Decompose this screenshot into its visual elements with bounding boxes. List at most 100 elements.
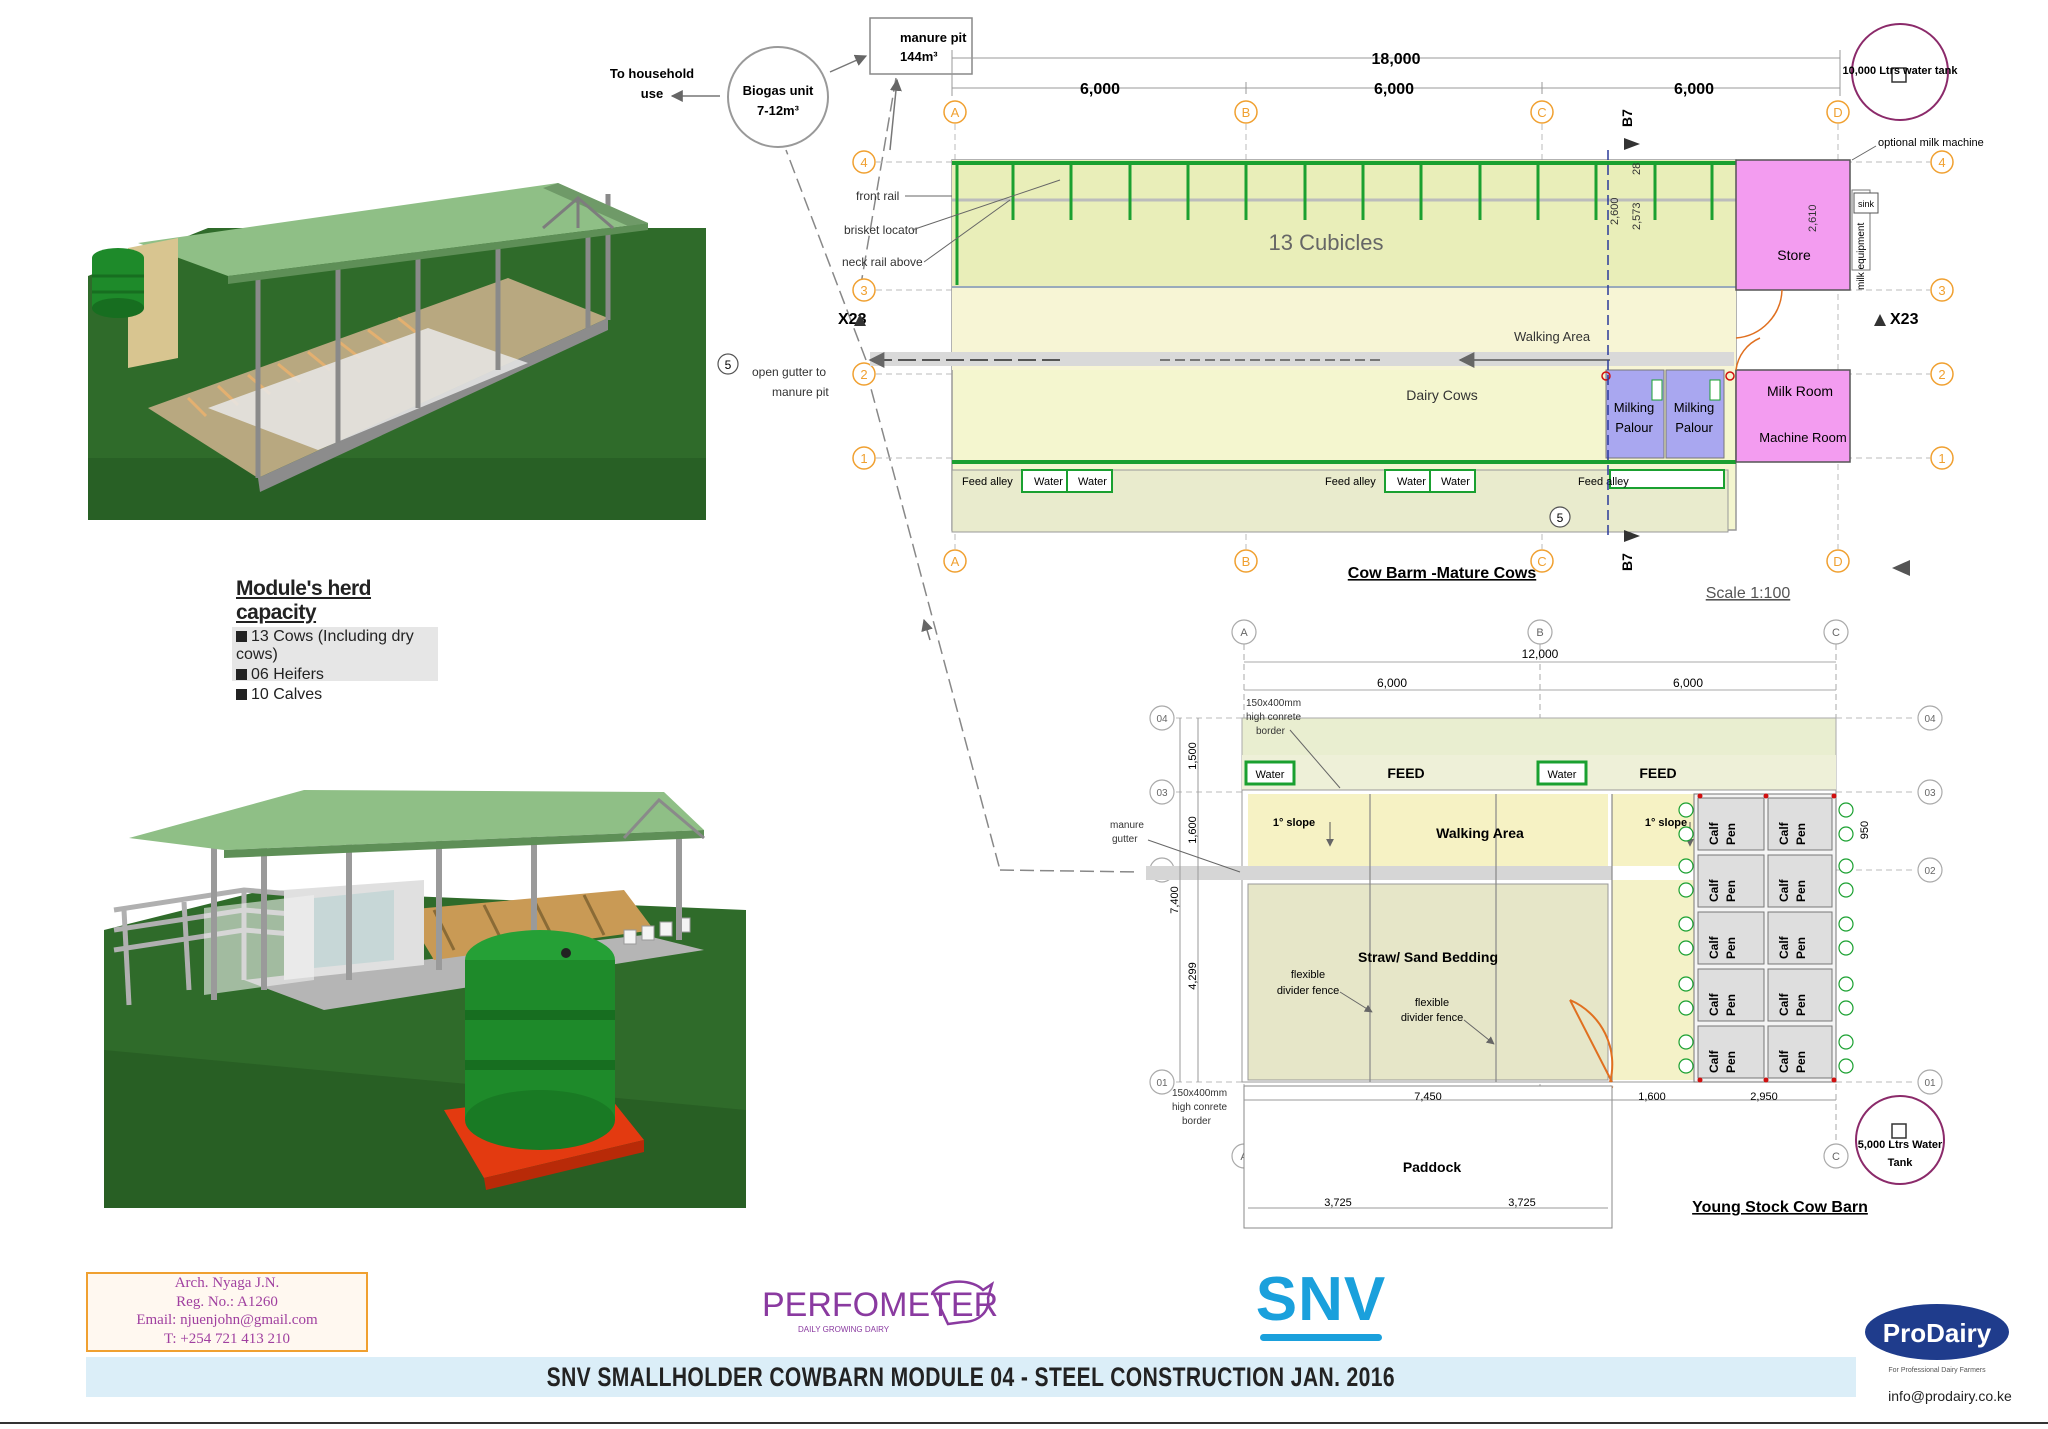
- svg-text:Milking: Milking: [1674, 400, 1714, 415]
- svg-text:6,000: 6,000: [1374, 81, 1414, 98]
- svg-text:Calf: Calf: [1707, 878, 1721, 902]
- household-label: To household use: [610, 66, 694, 101]
- svg-text:Calf: Calf: [1777, 878, 1791, 902]
- svg-text:04: 04: [1156, 714, 1168, 725]
- svg-text:manure pit: manure pit: [900, 30, 967, 45]
- svg-text:01: 01: [1156, 1078, 1168, 1089]
- herd-item: 13 Cows (Including dry cows): [236, 628, 414, 663]
- bullet-icon: [236, 689, 247, 700]
- svg-text:5,000 Ltrs Water: 5,000 Ltrs Water: [1858, 1139, 1943, 1151]
- svg-text:03: 03: [1924, 788, 1936, 799]
- sheet-title: SNV SMALLHOLDER COWBARN MODULE 04 - STEE…: [546, 1362, 1396, 1392]
- svg-text:1° slope: 1° slope: [1645, 817, 1687, 829]
- barn-render-bottom: [104, 790, 746, 1208]
- svg-text:milk equipment: milk equipment: [1856, 223, 1867, 290]
- svg-text:high conrete: high conrete: [1246, 712, 1301, 723]
- svg-text:border: border: [1182, 1116, 1212, 1127]
- svg-text:4,299: 4,299: [1187, 962, 1199, 990]
- svg-text:divider fence: divider fence: [1277, 985, 1339, 997]
- svg-text:D: D: [1833, 105, 1842, 120]
- snv-logo: SNV: [1252, 1268, 1390, 1348]
- svg-text:Palour: Palour: [1675, 420, 1713, 435]
- section-mark-b7: B7: [1619, 109, 1635, 127]
- svg-text:B7: B7: [1619, 553, 1635, 571]
- svg-text:1: 1: [860, 451, 867, 466]
- svg-text:Pen: Pen: [1794, 880, 1808, 902]
- svg-text:Water: Water: [1441, 476, 1470, 488]
- feed-label: FEED: [1387, 765, 1424, 781]
- svg-text:6,000: 6,000: [1080, 81, 1120, 98]
- svg-text:Pen: Pen: [1724, 823, 1738, 845]
- barn-render-top: [88, 158, 706, 520]
- svg-text:3,725: 3,725: [1324, 1197, 1352, 1209]
- svg-text:Biogas unit: Biogas unit: [743, 83, 814, 98]
- biogas-unit: Biogas unit 7-12m³: [727, 46, 829, 148]
- svg-text:2,573: 2,573: [1631, 202, 1643, 230]
- svg-text:brisket locator: brisket locator: [844, 223, 919, 237]
- svg-text:3: 3: [1938, 283, 1945, 298]
- grid-rows: [852, 150, 1954, 470]
- svg-text:C: C: [1537, 554, 1546, 569]
- svg-text:divider fence: divider fence: [1401, 1012, 1463, 1024]
- cow-barn-plan: 13 Cubicles Walking Area Dairy Cows Milk…: [717, 109, 1984, 576]
- overall-dim: 18,000: [1372, 51, 1421, 68]
- svg-text:B: B: [1242, 554, 1251, 569]
- svg-text:Calf: Calf: [1777, 821, 1791, 845]
- svg-text:Pen: Pen: [1724, 994, 1738, 1016]
- svg-text:Pen: Pen: [1794, 994, 1808, 1016]
- barn-annotations: front rail brisket locator neck rail abo…: [752, 189, 923, 399]
- svg-text:5: 5: [725, 358, 732, 372]
- svg-text:gutter: gutter: [1112, 834, 1138, 845]
- svg-text:1,500: 1,500: [1187, 742, 1199, 770]
- grid-columns: [943, 100, 1850, 573]
- svg-text:Pen: Pen: [1794, 1051, 1808, 1073]
- svg-text:3,725: 3,725: [1508, 1197, 1536, 1209]
- svg-text:high conrete: high conrete: [1172, 1102, 1227, 1113]
- svg-text:border: border: [1256, 726, 1286, 737]
- svg-text:C: C: [1832, 1151, 1840, 1163]
- svg-text:DAILY GROWING DAIRY: DAILY GROWING DAIRY: [798, 1325, 890, 1334]
- palour-label: Milking: [1614, 400, 1654, 415]
- svg-text:150x400mm: 150x400mm: [1172, 1088, 1227, 1099]
- svg-text:950: 950: [1859, 821, 1871, 839]
- svg-text:open gutter to: open gutter to: [752, 365, 826, 379]
- svg-text:Water: Water: [1078, 476, 1107, 488]
- svg-text:For Professional Dairy Farmers: For Professional Dairy Farmers: [1888, 1367, 1986, 1374]
- svg-text:B: B: [1242, 105, 1251, 120]
- svg-text:Palour: Palour: [1615, 420, 1653, 435]
- svg-text:flexible: flexible: [1415, 997, 1449, 1009]
- svg-text:28: 28: [1631, 163, 1643, 175]
- svg-text:4: 4: [1938, 155, 1945, 170]
- manure-pit: manure pit 144m³: [869, 17, 973, 75]
- young-barn-title: Young Stock Cow Barn: [1692, 1199, 1868, 1216]
- scale-label: Scale 1:100: [1706, 585, 1791, 602]
- svg-text:Calf: Calf: [1707, 992, 1721, 1016]
- svg-text:optional milk machine: optional milk machine: [1878, 137, 1984, 149]
- herd-capacity-title: Module's herd capacity: [232, 575, 438, 627]
- svg-text:12,000: 12,000: [1522, 647, 1559, 661]
- svg-text:X23: X23: [1890, 311, 1919, 328]
- svg-text:B: B: [1536, 627, 1543, 639]
- herd-item: 10 Calves: [232, 685, 438, 705]
- svg-text:front rail: front rail: [856, 189, 899, 203]
- water-label: Water: [1256, 769, 1285, 781]
- svg-text:Pen: Pen: [1794, 937, 1808, 959]
- svg-text:150x400mm: 150x400mm: [1246, 698, 1301, 709]
- prodairy-logo: ProDairy For Professional Dairy Farmers: [1865, 1304, 2009, 1374]
- svg-text:Water: Water: [1397, 476, 1426, 488]
- bullet-icon: [236, 669, 247, 680]
- milk-room-label: Milk Room: [1767, 383, 1833, 399]
- svg-text:ProDairy: ProDairy: [1883, 1318, 1992, 1348]
- svg-text:Pen: Pen: [1724, 880, 1738, 902]
- water-tank-icon: [92, 248, 144, 318]
- svg-text:7-12m³: 7-12m³: [757, 103, 800, 118]
- svg-text:2: 2: [1938, 367, 1945, 382]
- architect-card: Arch. Nyaga J.N. Reg. No.: A1260 Email: …: [86, 1272, 368, 1352]
- svg-text:6,000: 6,000: [1673, 676, 1703, 690]
- store-label: Store: [1777, 247, 1811, 263]
- water-tank-large: 10,000 Ltrs water tank: [1843, 23, 1958, 121]
- cow-barn-title: Cow Barm -Mature Cows: [1348, 565, 1537, 582]
- svg-text:Calf: Calf: [1777, 935, 1791, 959]
